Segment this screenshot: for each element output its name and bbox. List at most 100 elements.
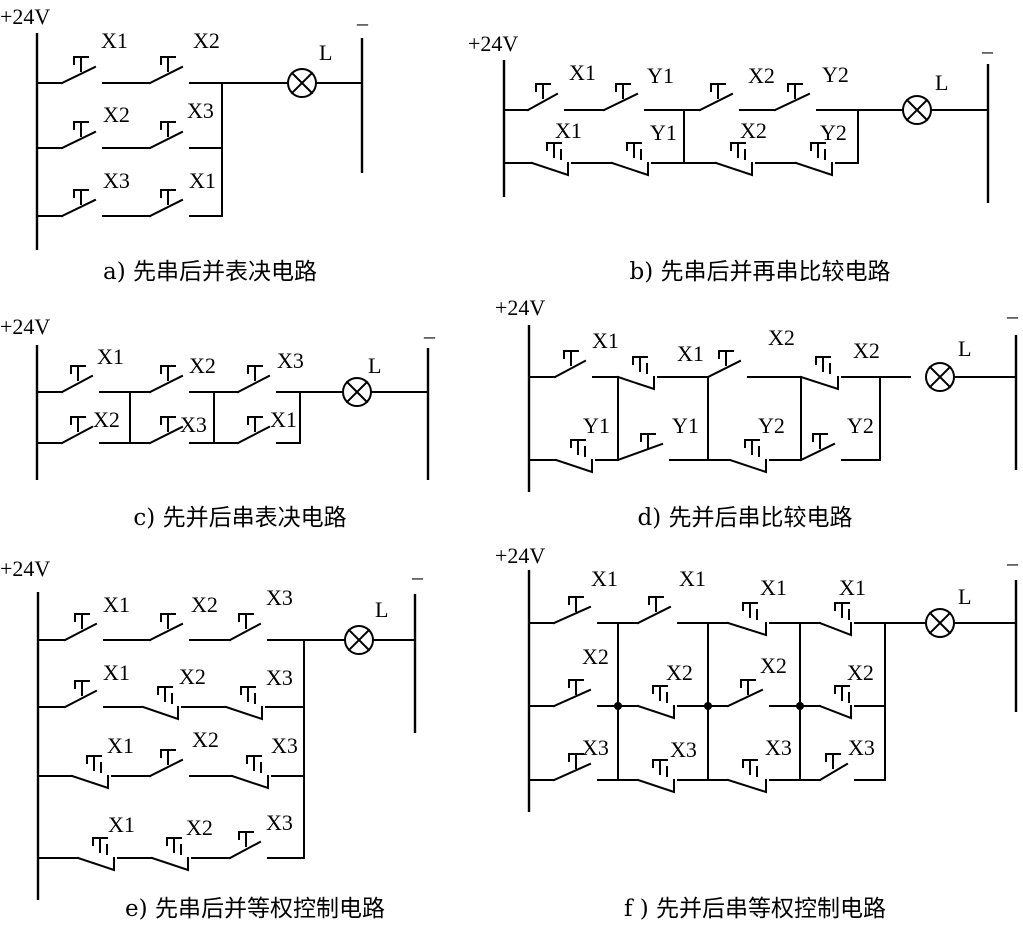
normally-closed-contact [150,837,189,872]
normally-closed-contact [818,685,852,720]
push-button-icon [160,189,176,205]
push-button-icon [570,439,586,455]
ground-label: – [981,38,994,63]
push-button-icon [166,837,182,853]
contact-blade [148,425,184,445]
normally-open-contact [552,679,592,708]
ground-label: – [356,10,369,35]
contact-label: X3 [266,665,293,690]
contact-label: X3 [266,585,293,610]
normally-open-contact [60,189,97,218]
contact-blade [636,605,672,625]
push-button-icon [834,685,850,701]
contact-blade [552,688,592,708]
diagram-caption: a) 先串后并表决电路 [103,259,317,285]
contact-label: X3 [187,98,214,123]
diagram-caption: b) 先串后并再串比较电路 [629,259,890,285]
push-button-icon [86,755,102,771]
push-button-icon [238,613,254,629]
contact-label: X2 [740,118,767,143]
lamp-cross [345,380,369,404]
contact-label: X2 [189,353,216,378]
contact-blade [698,92,734,112]
push-button-icon [160,56,176,72]
normally-closed-contact [616,356,655,391]
contact-label: X2 [186,815,213,840]
contact-label: X1 [189,168,216,193]
contact-label: X1 [108,812,135,837]
contact-label: X3 [271,733,298,758]
diagram-caption: e) 先串后并等权控制电路 [125,896,385,922]
normally-closed-contact [230,755,269,790]
contact-label: X1 [677,341,704,366]
normally-closed-contact [636,759,675,794]
contact-label: X2 [666,660,693,685]
contact-blade [148,198,184,218]
normally-open-contact [148,416,184,445]
supply-label: +24V [0,556,50,581]
push-button-icon [74,680,90,696]
contact-label: X3 [103,168,130,193]
contact-blade [818,621,852,637]
contact-blade [60,198,97,218]
contact-label: X2 [93,407,120,432]
push-button-icon [740,679,756,695]
lamp-icon [287,68,317,98]
normally-open-contact [553,350,587,379]
normally-closed-contact [224,686,263,721]
lamp-label: L [375,597,388,622]
push-button-icon [834,602,850,618]
normally-open-contact [60,416,94,445]
normally-open-contact [60,121,97,150]
normally-closed-contact [636,685,675,720]
junction-dot [704,702,712,710]
push-button-icon [640,433,656,449]
contact-blade [148,374,184,394]
push-button-icon [246,755,262,771]
push-button-icon [812,433,828,449]
normally-open-contact [698,83,734,112]
normally-closed-contact [70,755,109,790]
push-button-icon [615,83,631,99]
normally-closed-contact [818,602,852,637]
contact-label: X1 [107,733,134,758]
normally-closed-contact [554,439,593,474]
push-button-icon [648,596,664,612]
contact-blade [63,622,98,642]
contact-label: Y2 [822,62,849,87]
contact-label: X3 [277,348,304,373]
contact-blade [148,65,184,85]
contact-label: Y2 [847,413,874,438]
push-button-icon [652,685,668,701]
lamp-label: L [958,336,971,361]
normally-open-contact [706,350,742,379]
push-button-icon [825,753,841,769]
contact-blade [148,622,184,642]
normally-closed-contact [726,602,767,637]
normally-open-contact [148,613,184,642]
contact-label: X2 [582,644,609,669]
push-button-icon [160,749,176,765]
contact-label: Y2 [758,413,785,438]
contact-blade [554,458,593,474]
push-button-icon [160,613,176,629]
push-button-icon [240,686,256,702]
contact-label: X1 [760,575,787,600]
contact-label: Y1 [650,120,677,145]
normally-open-contact [63,680,98,709]
push-button-icon [718,350,734,366]
push-button-icon [568,753,584,769]
supply-label: +24V [0,4,50,29]
contact-label: X2 [179,664,206,689]
contact-blade [60,374,94,394]
contact-label: X1 [591,566,618,591]
contact-label: X2 [191,592,218,617]
contact-label: Y2 [820,120,847,145]
contact-blade [236,374,271,394]
contact-blade [60,130,97,150]
contact-blade [794,161,833,177]
junction-dot [796,702,804,710]
lamp-cross [928,365,952,389]
lamp-icon [344,625,374,655]
